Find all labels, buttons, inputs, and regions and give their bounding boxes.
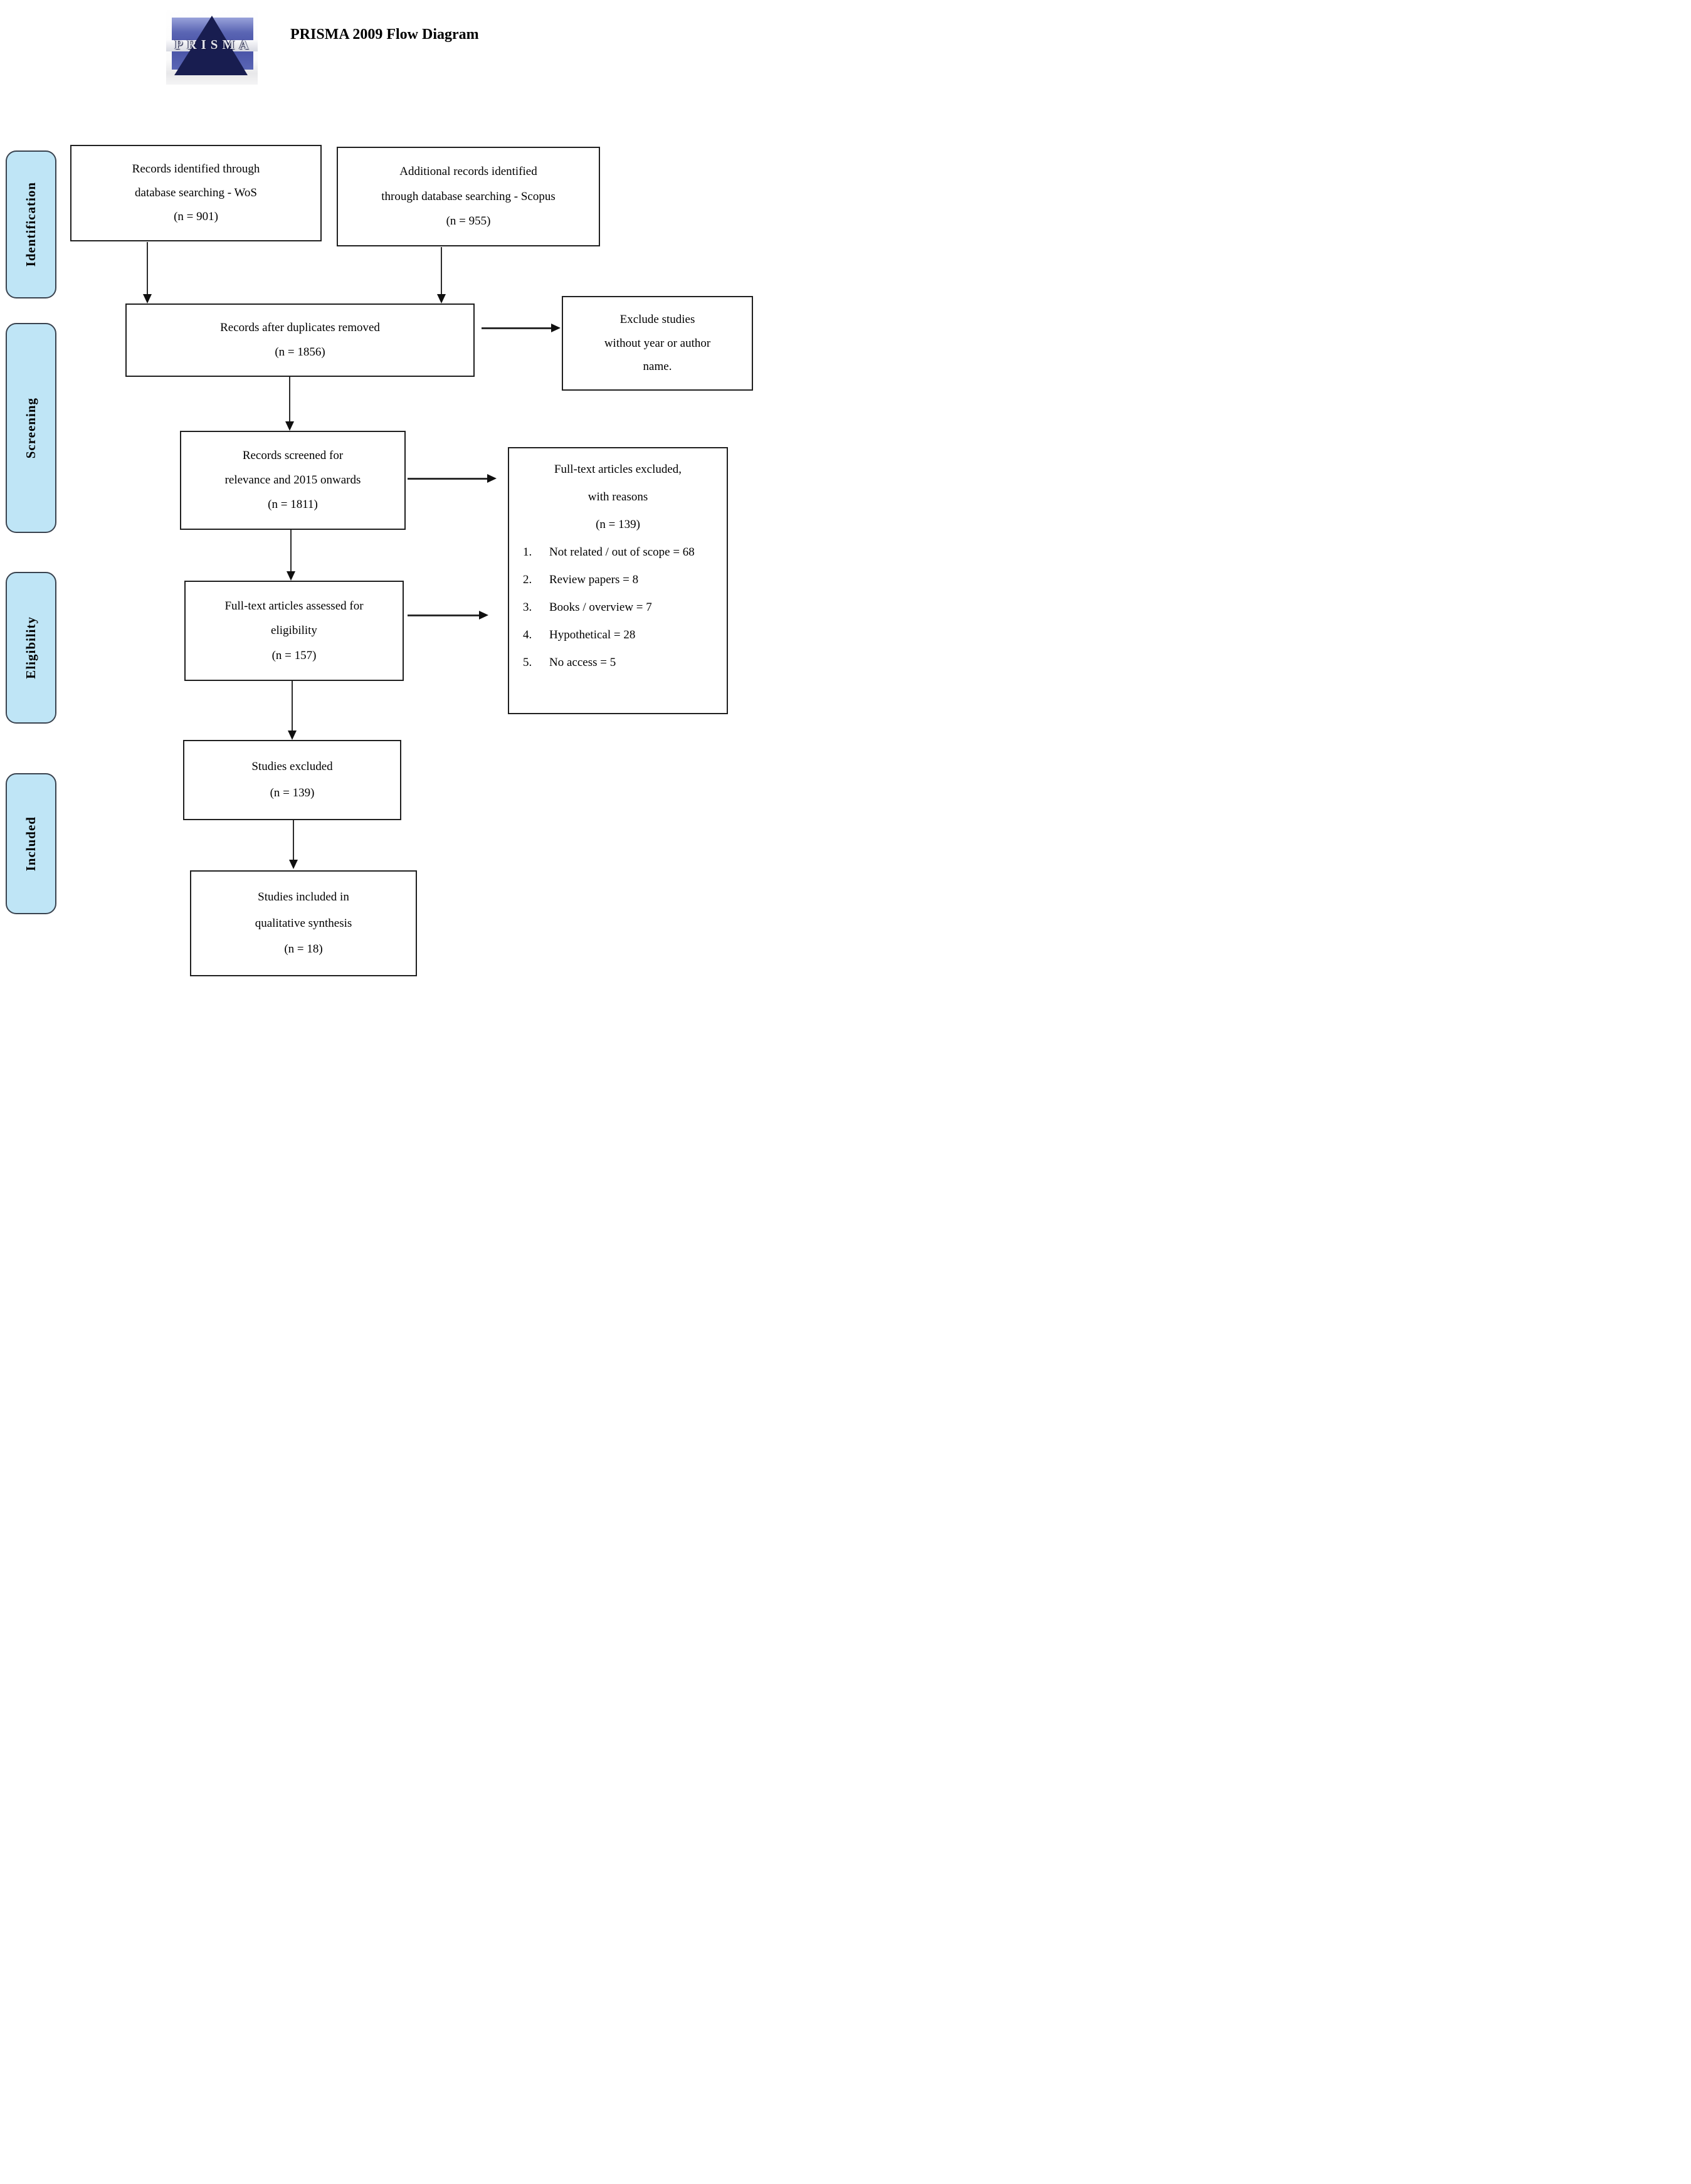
prisma-logo: PRISMA [166,6,258,85]
reason-text: Hypothetical = 28 [549,628,636,641]
node-count: (n = 139) [270,786,315,800]
reason-text: No access = 5 [549,656,616,669]
stage-label-included: Included [6,773,56,914]
reason-text: Not related / out of scope = 68 [549,546,695,559]
node-count: (n = 1811) [268,498,318,512]
node-records-screened: Records screened for relevance and 2015 … [180,431,406,530]
node-studies-included-qualitative: Studies included in qualitative synthesi… [190,870,417,976]
node-text-line: Studies excluded [251,760,333,774]
stage-label-screening: Screening [6,323,56,533]
node-records-after-duplicates: Records after duplicates removed (n = 18… [125,303,475,377]
arrow-wos-to-duplicates [143,242,152,303]
exclusion-reason-item: 2. Review papers = 8 [523,566,705,594]
node-count: (n = 157) [271,648,317,662]
stage-label-eligibility: Eligibility [6,572,56,724]
pyramid-icon [174,16,248,75]
exclusion-reasons-list: 1. Not related / out of scope = 68 2. Re… [514,539,722,677]
node-count: (n = 18) [284,942,323,956]
stage-label-text: Eligibility [23,616,38,679]
node-text-line: eligibility [271,624,317,638]
arrow-assessed-to-studies-excluded [288,681,297,740]
exclusion-reason-item: 3. Books / overview = 7 [523,594,705,621]
logo-wordmark: PRISMA [174,36,253,52]
node-text-line: Records screened for [242,449,344,463]
arrow-duplicates-to-exclude [482,324,561,332]
node-exclude-no-year-author: Exclude studies without year or author n… [562,296,753,391]
node-text-line: Records identified through [132,162,260,176]
node-count: (n = 955) [446,214,491,228]
node-text-line: relevance and 2015 onwards [224,473,361,487]
arrow-assessed-to-fulltext-excluded [408,611,488,619]
node-text-line: Additional records identified [399,165,537,179]
node-text-line: through database searching - Scopus [381,189,556,203]
stage-label-text: Screening [23,397,38,459]
node-count: (n = 139) [596,518,640,531]
prisma-flow-diagram: PRISMA PRISMA 2009 Flow Diagram Identifi… [0,0,759,981]
node-text-line: Studies included in [258,890,349,904]
stage-label-text: Included [23,816,38,872]
reason-number: 1. [523,546,532,559]
node-text-line: database searching - WoS [135,186,257,200]
node-text-line: qualitative synthesis [255,916,352,930]
node-text-line: Full-text articles assessed for [224,599,364,613]
reason-number: 5. [523,656,532,669]
node-count: (n = 1856) [275,345,325,359]
node-text-line: without year or author [604,336,711,350]
exclusion-reason-item: 5. No access = 5 [523,649,705,677]
node-fulltext-assessed: Full-text articles assessed for eligibil… [184,581,404,681]
node-count: (n = 901) [174,210,218,224]
node-fulltext-excluded-reasons: Full-text articles excluded, with reason… [508,447,728,714]
node-text-line: name. [643,359,672,373]
node-studies-excluded: Studies excluded (n = 139) [183,740,401,820]
reason-text: Review papers = 8 [549,573,639,586]
node-text-line: Records after duplicates removed [220,321,380,335]
arrow-screened-to-fulltext-excluded [408,475,497,482]
reason-number: 3. [523,601,532,614]
exclusion-reason-item: 1. Not related / out of scope = 68 [523,539,705,566]
node-additional-records-scopus: Additional records identified through da… [337,147,600,246]
reason-text: Books / overview = 7 [549,601,652,614]
arrow-excluded-to-included [289,820,298,869]
arrow-duplicates-to-screened [285,377,294,431]
stage-label-text: Identification [23,182,38,267]
node-text-line: Full-text articles excluded, [554,463,682,476]
node-text-line: with reasons [587,490,648,504]
reason-number: 4. [523,628,532,641]
stage-label-identification: Identification [6,150,56,298]
arrow-screened-to-assessed [287,530,295,581]
exclusion-reason-item: 4. Hypothetical = 28 [523,621,705,649]
page-title: PRISMA 2009 Flow Diagram [290,26,479,43]
reason-number: 2. [523,573,532,586]
node-records-identified-wos: Records identified through database sear… [70,145,322,241]
node-text-line: Exclude studies [619,313,695,327]
arrow-scopus-to-duplicates [437,247,446,303]
